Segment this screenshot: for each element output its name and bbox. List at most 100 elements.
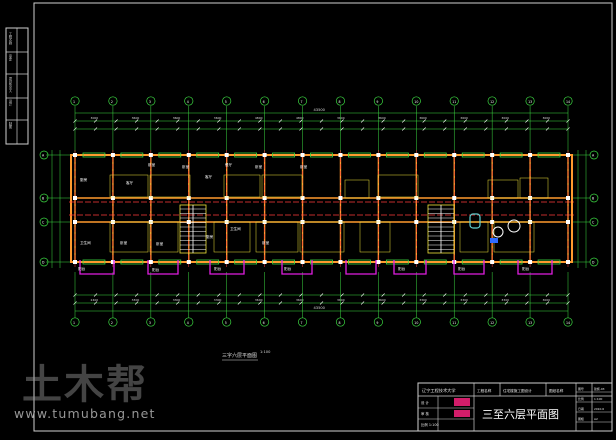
column	[338, 196, 343, 200]
axis-number-top: 12	[490, 100, 494, 104]
plan-scale: 1:100	[260, 350, 271, 354]
fixture-fill	[490, 238, 498, 243]
window	[310, 259, 333, 265]
strip-label: 制图	[8, 121, 12, 129]
axis-bubble-bottom	[373, 317, 383, 327]
window	[385, 152, 409, 158]
axis-number-bottom: 3	[149, 321, 151, 325]
title-block-field-value: 建施-03	[594, 386, 605, 391]
column	[566, 153, 570, 157]
window	[423, 152, 447, 158]
room-outline	[519, 177, 549, 199]
window	[234, 152, 258, 158]
strip-label: 项目负责人	[8, 77, 12, 93]
axis-bubble-bottom	[563, 317, 573, 327]
axis-number-bottom: 6	[263, 321, 265, 325]
window	[158, 259, 182, 265]
column	[148, 260, 153, 264]
axis-bubble-top	[184, 96, 194, 106]
window	[234, 259, 258, 265]
axis-number-top: 7	[301, 100, 303, 104]
window	[120, 152, 144, 158]
column	[148, 196, 153, 200]
room-outline	[109, 221, 149, 253]
column	[224, 153, 229, 157]
title-block-field: 比例 1:100	[421, 422, 439, 427]
column	[186, 220, 191, 224]
axis-number-bottom: 7	[301, 321, 303, 325]
column	[490, 260, 495, 264]
axis-bubble-left	[39, 150, 49, 160]
axis-bubble-bottom	[260, 317, 270, 327]
axis-number-top: 1	[73, 100, 75, 104]
axis-bubble-bottom	[222, 317, 232, 327]
room-label: 客厅	[205, 174, 213, 179]
column	[528, 260, 533, 264]
room-outline	[344, 179, 370, 199]
room-outline	[149, 174, 191, 198]
axis-bubble-bottom	[70, 317, 80, 327]
column	[73, 220, 77, 224]
top-segment-dimension: 3600	[460, 116, 468, 120]
axis-bubble-bottom	[184, 317, 194, 327]
column	[452, 153, 457, 157]
room-label: 客厅	[126, 180, 134, 185]
title-block-field-value: 2010.6	[594, 407, 604, 411]
seal-mark	[454, 410, 470, 417]
axis-number-top: 2	[111, 100, 113, 104]
balcony	[517, 260, 553, 275]
top-total-dimension: 43500	[314, 108, 326, 112]
bottom-segment-dimension: 3300	[214, 298, 222, 302]
axis-number-top: 14	[566, 100, 570, 104]
window	[461, 152, 485, 158]
axis-bubble-bottom	[449, 317, 459, 327]
bottom-segment-dimension: 2400	[91, 298, 99, 302]
watermark-url: www.tumubang.net	[14, 406, 156, 421]
project-value: 住宅楼施工图设计	[503, 388, 532, 393]
title-block-field: 设 计	[421, 400, 429, 405]
axis-bubble-bottom	[297, 317, 308, 327]
seal-mark	[454, 398, 470, 406]
balcony	[393, 260, 427, 275]
outer-wall	[70, 154, 573, 263]
axis-bubble-left	[39, 257, 49, 267]
axis-number-bottom: 4	[187, 321, 189, 325]
axis-bubble-top	[563, 96, 573, 106]
axis-number-bottom: 8	[338, 321, 340, 325]
top-segment-dimension: 3600	[132, 116, 140, 120]
column	[148, 153, 153, 157]
strip-label: 审定	[8, 53, 12, 61]
axis-bubble-left	[39, 193, 49, 203]
axis-letter-right: C	[592, 221, 595, 225]
room-outline	[487, 179, 519, 199]
axis-bubble-top	[525, 96, 535, 106]
column	[110, 196, 115, 200]
column	[262, 153, 267, 157]
sheet-label: 图纸名称	[549, 388, 564, 393]
column	[110, 153, 115, 157]
room-label: 卧室	[255, 164, 263, 169]
room-outline	[255, 221, 299, 253]
project-label: 工程名称	[477, 388, 492, 393]
balcony	[281, 260, 313, 275]
axis-bubble-right	[589, 150, 599, 160]
axis-bubble-bottom	[525, 317, 535, 327]
top-segment-dimension: 3000	[501, 116, 509, 120]
room-outline	[213, 221, 251, 253]
window	[348, 259, 371, 265]
title-block-field-label: 图号	[578, 386, 584, 391]
column	[414, 196, 419, 200]
axis-number-bottom: 14	[566, 321, 570, 325]
room-label: 餐厅	[225, 162, 233, 167]
window	[537, 259, 561, 265]
column	[186, 153, 191, 157]
axis-letter-right: D	[592, 261, 595, 265]
room-outline	[261, 174, 303, 198]
title-block-field-value: A2	[594, 417, 598, 421]
bottom-segment-dimension: 3300	[501, 298, 509, 302]
toilet-fixture	[469, 213, 481, 229]
room-outline	[377, 174, 419, 198]
room-label: 阳台	[78, 266, 86, 271]
